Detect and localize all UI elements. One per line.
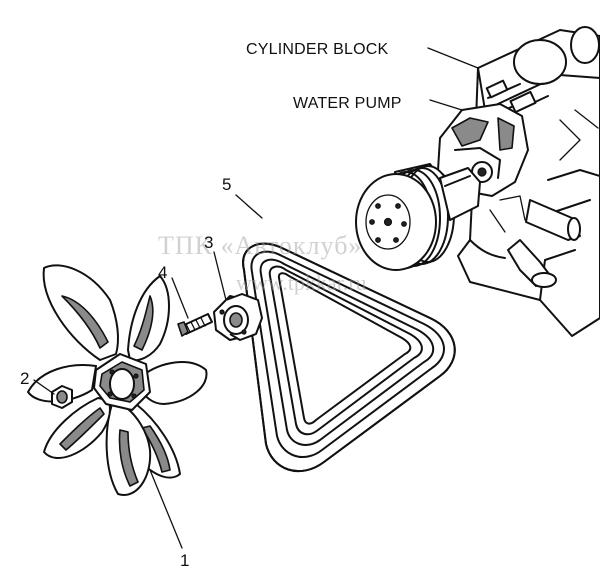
fan-pulley-spacer: [213, 293, 263, 341]
callout-3: 3: [204, 233, 213, 252]
cylinder-block-label: CYLINDER BLOCK: [246, 41, 389, 58]
callout-4: 4: [158, 263, 167, 282]
water-pump-pulley: [355, 163, 481, 271]
callout-2: 2: [20, 369, 29, 388]
fan-nut: [51, 385, 73, 409]
water-pump-label: WATER PUMP: [293, 95, 402, 112]
drive-belt: [242, 242, 456, 472]
cooling-fan: [27, 264, 208, 496]
watermark-line-2: www.tpkkar.ru: [236, 270, 367, 295]
leader-lines: [33, 47, 479, 549]
watermark-line-1: ТПК «Автоклуб»: [158, 231, 362, 260]
bolt-stud: [177, 313, 213, 337]
callout-5: 5: [222, 175, 231, 194]
callout-1: 1: [180, 551, 189, 570]
